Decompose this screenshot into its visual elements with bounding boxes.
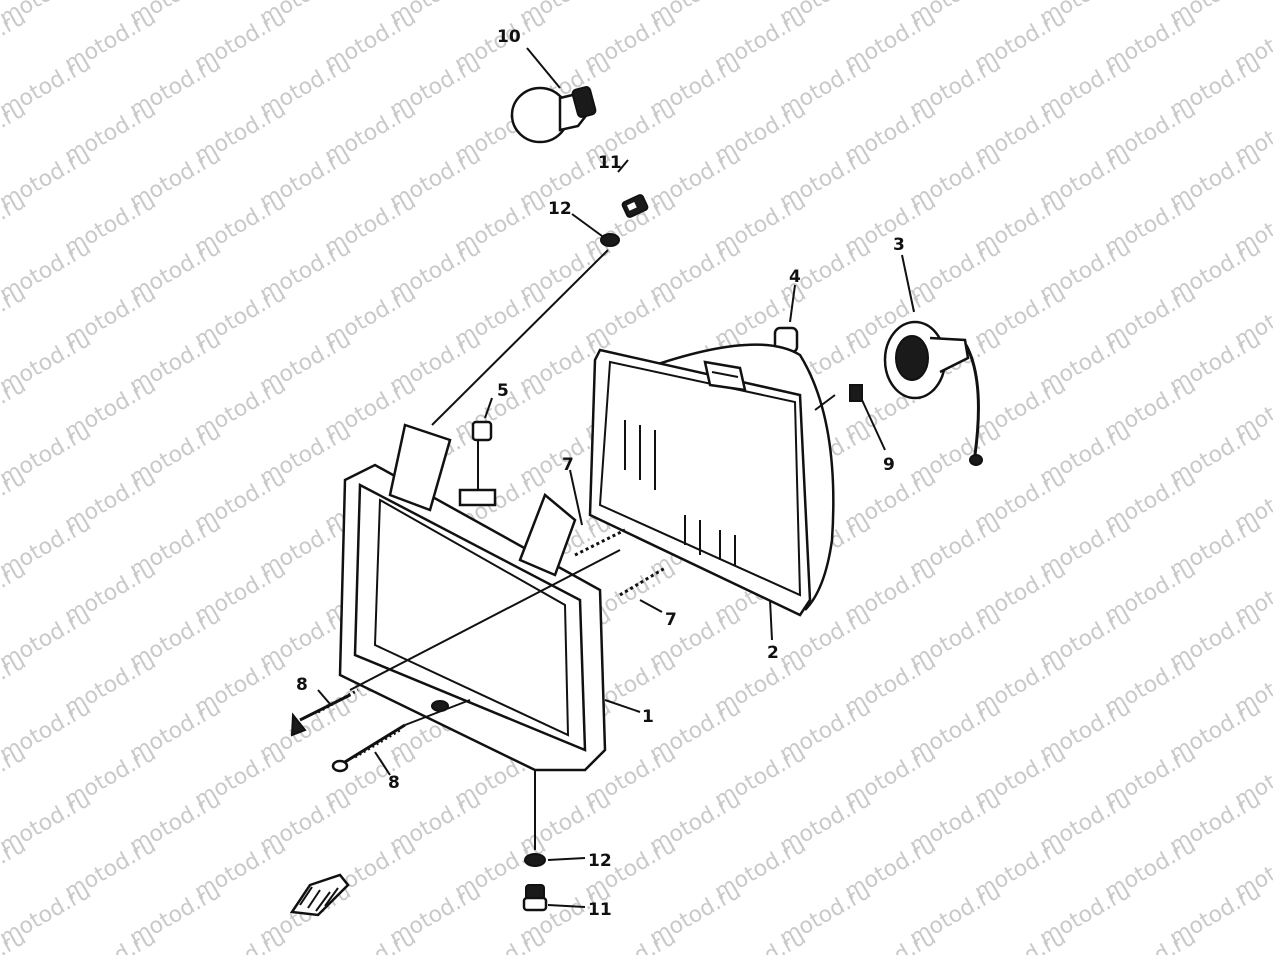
label-bulb: 10	[497, 27, 521, 47]
watermark-text: motod.ru	[841, 925, 941, 955]
socket-part	[883, 254, 983, 466]
washer-bottom-part	[524, 853, 586, 867]
bracket-screw-part	[471, 397, 493, 490]
watermark-text: motod.ru	[191, 925, 291, 955]
label-rim: 1	[642, 707, 654, 727]
watermark-text: motod.ru	[1101, 925, 1201, 955]
watermark-text: motod.ru	[451, 925, 551, 955]
label-spring-upper: 7	[562, 455, 574, 475]
spring-lower-part	[619, 566, 666, 613]
label-socket: 3	[893, 235, 905, 255]
watermark-text: motod.ru	[321, 925, 421, 955]
label-screw-top: 11	[598, 153, 622, 173]
watermark-text: motod.ru	[971, 925, 1071, 955]
watermark-text: motod.ru	[711, 925, 811, 955]
screw-top-part	[617, 159, 649, 218]
label-bracket-screw: 5	[497, 381, 509, 401]
adjust-screw-lower-part	[331, 723, 406, 776]
watermark-text: motod.ru	[581, 925, 681, 955]
label-cap: 4	[789, 267, 801, 287]
label-adjust-screw-upper: 8	[296, 675, 308, 695]
front-direction-arrow	[289, 873, 350, 917]
watermark-text: motod.ru	[61, 925, 161, 955]
label-clip: 9	[883, 455, 895, 475]
label-adjust-screw-lower: 8	[388, 773, 400, 793]
label-headlight-unit: 2	[767, 643, 779, 663]
spring-upper-part	[569, 469, 626, 557]
bulb-part	[510, 47, 597, 144]
assembly-line-upper-bracket	[431, 249, 609, 426]
assembly-line-upper-screw	[349, 549, 621, 691]
watermark-text: motod.ru	[1231, 925, 1273, 955]
label-washer-top: 12	[548, 199, 572, 219]
clip-part	[849, 384, 886, 451]
headlight-unit-part	[588, 343, 836, 641]
washer-top-part	[571, 213, 620, 247]
rim-part	[338, 423, 641, 850]
label-washer-bottom: 12	[588, 851, 612, 871]
assembly-line-lower-screw	[404, 699, 471, 726]
label-screw-bottom: 11	[588, 900, 612, 920]
screw-bottom-part	[522, 884, 586, 912]
label-spring-lower: 7	[665, 610, 677, 630]
adjust-screw-upper-part	[290, 688, 359, 737]
